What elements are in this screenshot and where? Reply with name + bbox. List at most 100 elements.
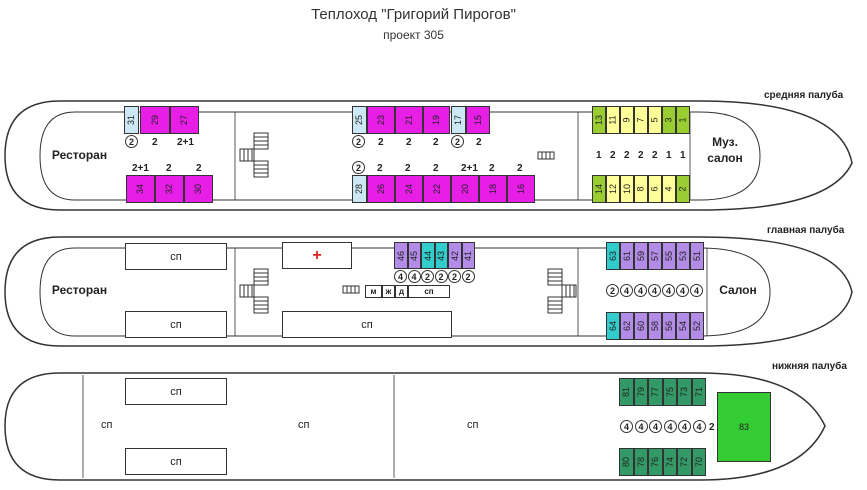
- cabin-number: 43: [436, 250, 447, 261]
- cabin-number: 54: [677, 320, 688, 332]
- cabin-number: 27: [179, 114, 190, 126]
- cabin-73[interactable]: 73: [677, 378, 692, 406]
- cabin-52[interactable]: 52: [690, 312, 704, 340]
- cabin-76[interactable]: 76: [648, 448, 663, 476]
- cabin-44[interactable]: 44: [421, 242, 435, 269]
- cabin-57[interactable]: 57: [648, 242, 662, 270]
- cabin-13[interactable]: 13: [592, 106, 606, 134]
- cabin-54[interactable]: 54: [676, 312, 690, 340]
- cabin-number: 63: [607, 250, 618, 262]
- cabin-11[interactable]: 11: [606, 106, 620, 134]
- berth-circle: 4: [407, 270, 421, 283]
- sp-label: сп: [298, 419, 310, 431]
- sp-label: сп: [467, 419, 479, 431]
- cabin-31[interactable]: 31: [124, 106, 139, 134]
- cabin-12[interactable]: 12: [606, 175, 620, 203]
- cabin-15[interactable]: 15: [466, 106, 490, 134]
- cabin-7[interactable]: 7: [634, 106, 648, 134]
- cabin-20[interactable]: 20: [451, 175, 479, 203]
- cabin-51[interactable]: 51: [690, 242, 704, 270]
- cabin-27[interactable]: 27: [170, 106, 199, 134]
- cabin-78[interactable]: 78: [633, 448, 648, 476]
- stairs-icon: [239, 132, 269, 178]
- cabin-59[interactable]: 59: [634, 242, 648, 270]
- cabin-29[interactable]: 29: [140, 106, 170, 134]
- cabin-32[interactable]: 32: [155, 175, 184, 203]
- cabin-56[interactable]: 56: [662, 312, 676, 340]
- cabin-75[interactable]: 75: [662, 378, 677, 406]
- berth-count: 2: [652, 150, 658, 161]
- medical-room: +: [282, 242, 352, 269]
- berth-count: 2+1: [461, 163, 478, 174]
- berth-circle: 2: [352, 161, 365, 174]
- cabin-58[interactable]: 58: [648, 312, 662, 340]
- cabin-number: 6: [649, 186, 660, 192]
- service-room: м: [365, 285, 382, 298]
- cabin-81[interactable]: 81: [619, 378, 634, 406]
- cabin-number: 19: [431, 114, 442, 126]
- cabin-8[interactable]: 8: [634, 175, 648, 203]
- cabin-24[interactable]: 24: [395, 175, 423, 203]
- cabin-34[interactable]: 34: [126, 175, 155, 203]
- cabin-77[interactable]: 77: [648, 378, 663, 406]
- berth-circle: 2: [461, 270, 475, 283]
- service-room: сп: [408, 285, 450, 298]
- cabin-80[interactable]: 80: [619, 448, 634, 476]
- cabin-70[interactable]: 70: [691, 448, 706, 476]
- cabin-number: 7: [635, 117, 646, 123]
- cabin-26[interactable]: 26: [367, 175, 395, 203]
- cabin-4[interactable]: 4: [662, 175, 676, 203]
- cabin-42[interactable]: 42: [448, 242, 462, 269]
- cabin-2[interactable]: 2: [676, 175, 690, 203]
- berth-count: 2: [489, 163, 495, 174]
- cabin-18[interactable]: 18: [479, 175, 507, 203]
- berth-count: 2: [378, 137, 384, 148]
- cabin-number: 71: [693, 386, 704, 398]
- cabin-5[interactable]: 5: [648, 106, 662, 134]
- cabin-22[interactable]: 22: [423, 175, 451, 203]
- cabin-64[interactable]: 64: [606, 312, 620, 340]
- cabin-6[interactable]: 6: [648, 175, 662, 203]
- cabin-3[interactable]: 3: [662, 106, 676, 134]
- cabin-74[interactable]: 74: [662, 448, 677, 476]
- cabin-25[interactable]: 25: [352, 106, 367, 134]
- cabin-60[interactable]: 60: [634, 312, 648, 340]
- cabin-number: 53: [677, 250, 688, 262]
- cabin-55[interactable]: 55: [662, 242, 676, 270]
- cabin-30[interactable]: 30: [184, 175, 213, 203]
- cabin-53[interactable]: 53: [676, 242, 690, 270]
- berth-circle: 2: [606, 284, 619, 297]
- cabin-number: 3: [663, 117, 674, 123]
- cabin-79[interactable]: 79: [633, 378, 648, 406]
- berth-circle: 2: [434, 270, 448, 283]
- cabin-71[interactable]: 71: [691, 378, 706, 406]
- cabin-62[interactable]: 62: [620, 312, 634, 340]
- cabin-16[interactable]: 16: [507, 175, 535, 203]
- berth-circle: 4: [634, 420, 648, 433]
- cabin-45[interactable]: 45: [407, 242, 421, 269]
- cabin-28[interactable]: 28: [352, 175, 367, 203]
- cabin-number: 15: [472, 114, 483, 126]
- cabin-41[interactable]: 41: [461, 242, 475, 269]
- cabin-17[interactable]: 17: [451, 106, 466, 134]
- cabin-1[interactable]: 1: [676, 106, 690, 134]
- cabin-61[interactable]: 61: [620, 242, 634, 270]
- cabin-63[interactable]: 63: [606, 242, 620, 270]
- berth-circle: 4: [634, 284, 647, 297]
- service-room: д: [395, 285, 408, 298]
- cabin-43[interactable]: 43: [434, 242, 448, 269]
- cabin-72[interactable]: 72: [677, 448, 692, 476]
- cabin-9[interactable]: 9: [620, 106, 634, 134]
- cabin-46[interactable]: 46: [394, 242, 408, 269]
- cabin-number: 5: [649, 117, 660, 123]
- cabin-10[interactable]: 10: [620, 175, 634, 203]
- cabin-number: 46: [395, 250, 406, 261]
- cabin-14[interactable]: 14: [592, 175, 606, 203]
- stairs-small-icon: [342, 285, 360, 294]
- cabin-number: 17: [453, 114, 464, 126]
- cabin-number: 60: [635, 320, 646, 332]
- cabin-21[interactable]: 21: [395, 106, 423, 134]
- cabin-23[interactable]: 23: [367, 106, 395, 134]
- cabin-83[interactable]: 83: [717, 392, 771, 462]
- cabin-19[interactable]: 19: [423, 106, 450, 134]
